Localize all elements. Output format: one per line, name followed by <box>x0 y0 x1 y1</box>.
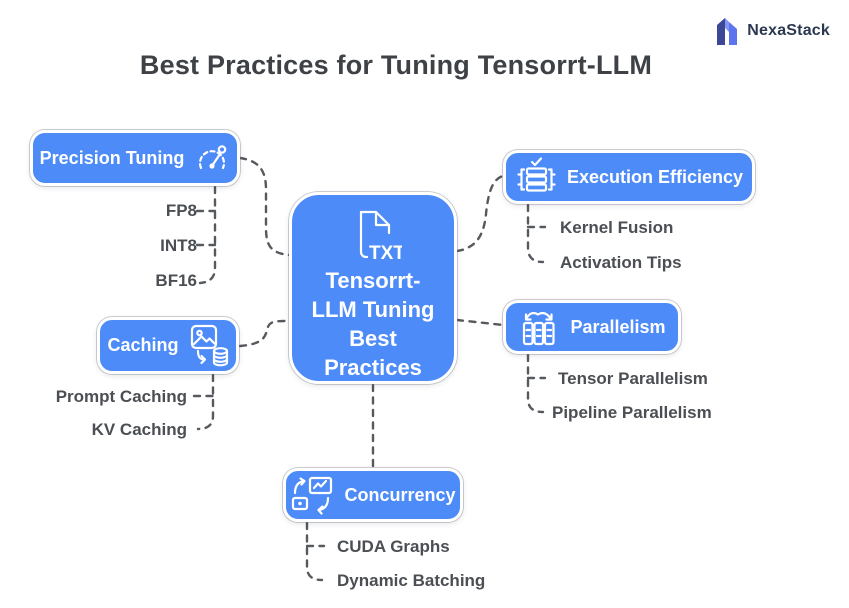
center-node: TXT Tensorrt- LLM Tuning Best Practices <box>289 192 457 384</box>
brand-name: NexaStack <box>747 22 830 39</box>
branch-node-caching: Caching <box>97 317 239 374</box>
branch-node-parallelism: Parallelism <box>503 300 681 354</box>
branch-node-precision-tuning: Precision Tuning <box>30 130 240 186</box>
connector-precision-children <box>198 185 217 285</box>
gauge-icon <box>194 141 230 175</box>
center-line-4: Practices <box>324 355 422 380</box>
connector-caching-children <box>196 373 215 431</box>
child-label-activation-tips: Activation Tips <box>560 253 682 272</box>
txt-icon-label: TXT <box>369 243 402 264</box>
parallel-columns-icon <box>518 306 560 348</box>
center-node-label: Tensorrt- LLM Tuning Best Practices <box>312 266 435 382</box>
branch-label: Parallelism <box>570 316 666 337</box>
connector-center-parallel <box>455 318 505 327</box>
device-sync-icon <box>290 475 334 515</box>
connector-caching-center <box>238 319 291 348</box>
txt-file-icon: TXT <box>344 208 402 264</box>
branch-label: Caching <box>107 335 179 355</box>
brand-logo: NexaStack <box>715 16 830 46</box>
child-label-dynamic-batching: Dynamic Batching <box>337 571 486 590</box>
child-label-int8: INT8 <box>160 236 197 255</box>
center-line-3: Best <box>349 326 397 351</box>
image-database-icon <box>189 324 229 368</box>
child-label-cuda-graphs: CUDA Graphs <box>337 537 450 556</box>
child-label-prompt-caching: Prompt Caching <box>55 387 187 406</box>
branch-label: Concurrency <box>344 484 456 505</box>
nexastack-logo-icon <box>717 18 738 45</box>
child-label-pipeline-parallelism: Pipeline Parallelism <box>552 403 712 422</box>
center-line-2: LLM Tuning <box>311 297 435 322</box>
page-title: Best Practices for Tuning Tensorrt-LLM <box>139 50 653 80</box>
server-check-icon <box>515 156 557 198</box>
connector-exec-children <box>526 203 545 264</box>
connector-precision-center <box>238 156 291 257</box>
child-label-kv-caching: KV Caching <box>91 420 187 439</box>
child-label-bf16: BF16 <box>155 271 197 290</box>
branch-label: Precision Tuning <box>39 147 185 168</box>
child-label-kernel-fusion: Kernel Fusion <box>560 218 674 237</box>
branch-label: Execution Efficiency <box>566 166 744 187</box>
branch-node-concurrency: Concurrency <box>283 468 463 522</box>
connector-parallel-children <box>526 353 545 414</box>
connector-center-exec <box>455 174 505 253</box>
child-label-fp8: FP8 <box>165 201 197 220</box>
child-label-tensor-parallelism: Tensor Parallelism <box>558 369 708 388</box>
center-line-1: Tensorrt- <box>325 268 421 293</box>
connector-concurrency-children <box>305 521 324 582</box>
branch-node-execution-efficiency: Execution Efficiency <box>503 150 755 204</box>
